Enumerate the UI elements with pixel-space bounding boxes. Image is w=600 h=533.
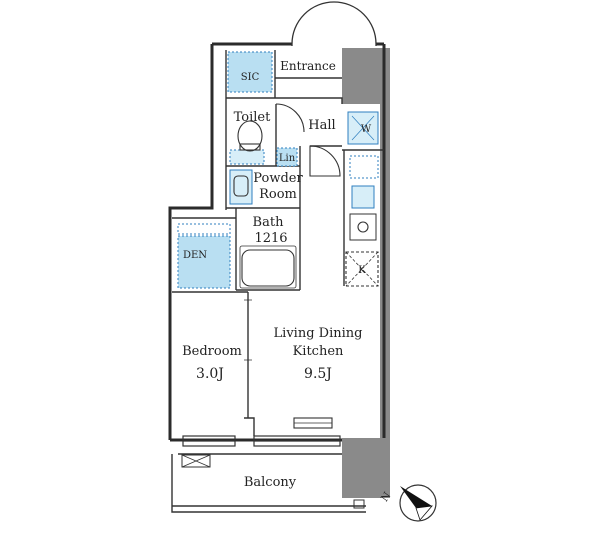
cooktop [349,213,377,241]
balcony-drain-x [181,454,211,468]
room-label-bedroom: Bedroom [182,344,242,359]
den-storage [177,235,231,289]
interior-walls [172,50,384,436]
column-bottom-right [342,438,384,498]
powder-door-arc [309,145,341,177]
column-top-right [342,48,384,104]
room-labels: SIC Entrance Toilet Hall Lin Powder Room… [182,59,372,490]
cooktop-burner [357,221,369,233]
powder-counter [229,169,253,205]
refrigerator-space [345,251,379,287]
room-label-hall: Hall [308,118,335,133]
toilet-shelf [229,149,265,165]
bedroom-wall-marks [244,299,252,361]
balcony-area [171,453,366,513]
room-label-powder-2: Room [259,187,297,202]
room-label-ldk-size: 9.5J [304,366,332,382]
bathtub [241,249,295,287]
wall-hall-top [275,97,343,104]
room-label-powder-1: Powder [253,171,303,186]
entrance-door [291,1,377,46]
washer-label: W [361,124,372,135]
north-arrow-icon [400,486,432,508]
kitchen-shelf-top [349,155,379,179]
washer-x [351,115,375,141]
room-label-bedroom-size: 3.0J [196,366,224,382]
entrance-door-leaf [291,44,377,46]
compass: N [379,484,437,522]
room-label-balcony: Balcony [244,475,297,490]
balcony-drain [181,454,211,468]
linen-storage [276,147,298,167]
room-label-entrance: Entrance [280,59,336,73]
toilet-bowl [237,120,263,152]
toilet-door-arc [275,103,305,133]
bath-counter [239,245,297,289]
den-shelf [177,223,231,235]
sic-storage [227,51,273,93]
wall-left-upper [168,44,214,440]
room-label-ldk-2: Kitchen [293,344,344,359]
room-label-bath: Bath [253,215,285,230]
compass-ring [399,484,437,522]
storage-areas [177,51,379,289]
room-label-sic: SIC [241,72,260,83]
room-label-bath-size: 1216 [254,231,287,246]
entrance-door-arc [291,1,377,45]
room-label-toilet: Toilet [234,110,271,125]
room-label-ldk-1: Living Dining [274,326,363,341]
kitchen-counter [342,149,384,286]
outer-walls [168,42,386,442]
wall-bedroom-ldk [244,292,255,436]
powder-basin [233,175,249,197]
room-label-den: DEN [183,250,207,261]
toilet-tank [239,143,261,151]
balcony-windows [182,435,341,447]
room-label-lin: Lin [279,153,296,164]
fixtures [233,103,379,429]
balcony-corner [353,499,365,509]
balcony-outline [171,454,366,513]
kitchen-sink [351,185,375,209]
refrigerator-label: K [358,265,366,276]
